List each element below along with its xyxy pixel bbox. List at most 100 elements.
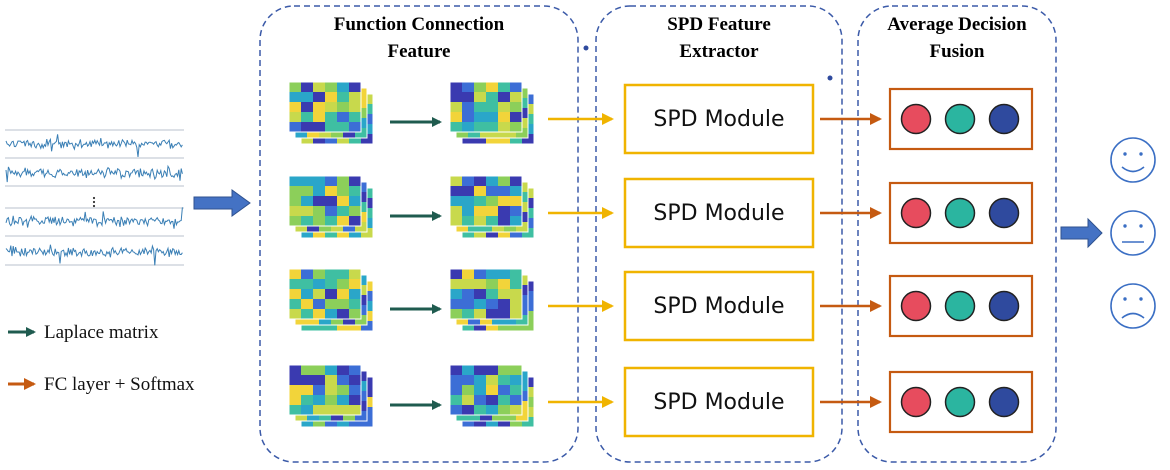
matrix-cell <box>337 134 350 145</box>
matrix-cell <box>331 128 344 139</box>
matrix-cell <box>456 411 469 422</box>
matrix-cell <box>289 385 302 396</box>
matrix-cell <box>349 365 362 376</box>
red-class-dot <box>900 103 932 135</box>
matrix-cell <box>450 196 463 207</box>
eeg-trace <box>5 207 183 229</box>
pipeline-row: SPD Module <box>288 268 1034 342</box>
matrix-cell <box>486 112 499 123</box>
matrix-cell <box>462 122 475 133</box>
matrix-cell <box>468 315 481 326</box>
matrix-cell <box>337 228 350 239</box>
matrix-cell <box>504 411 517 422</box>
matrix-cell <box>474 196 487 207</box>
matrix-cell <box>498 186 511 197</box>
neutral-face-icon <box>1110 210 1156 256</box>
matrix-cell <box>301 112 314 123</box>
matrix-cell <box>349 309 362 320</box>
spd-module-box <box>623 366 815 438</box>
matrix-cell <box>325 309 338 320</box>
matrix-cell <box>301 176 314 187</box>
matrix-cell <box>313 279 326 290</box>
legend-laplace-label: Laplace matrix <box>44 322 159 343</box>
matrix-cell <box>349 269 362 280</box>
pipeline-row: SPD Module <box>288 81 1034 155</box>
matrix-cell <box>462 309 475 320</box>
matrix-cell <box>289 269 302 280</box>
matrix-cell <box>337 176 350 187</box>
matrix-cell <box>498 122 511 133</box>
matrix-cell <box>498 102 511 113</box>
matrix-cell <box>498 134 511 145</box>
matrix-cell <box>462 134 475 145</box>
matrix-cell <box>337 289 350 300</box>
matrix-cell <box>349 385 362 396</box>
matrix-cell <box>343 222 356 233</box>
matrix-cell <box>480 222 493 233</box>
matrix-cell <box>474 289 487 300</box>
matrix-cell <box>486 186 499 197</box>
matrix-cell <box>301 417 314 428</box>
matrix-cell <box>289 375 302 386</box>
matrix-cell <box>355 411 368 422</box>
matrix-cell <box>450 365 463 376</box>
matrix-cell <box>474 375 487 386</box>
matrix-cell <box>289 405 302 416</box>
matrix-cell <box>349 216 362 227</box>
matrix-cell <box>307 411 320 422</box>
matrix-cell <box>462 365 475 376</box>
matrix-cell <box>474 186 487 197</box>
matrix-cell <box>486 395 499 406</box>
matrix-cell <box>301 82 314 93</box>
eeg-trace <box>5 134 183 157</box>
matrix-cell <box>492 315 505 326</box>
matrix-cell <box>510 206 523 217</box>
matrix-cell <box>313 309 326 320</box>
matrix-cell <box>355 315 368 326</box>
matrix-cell <box>462 216 475 227</box>
matrix-cell <box>450 206 463 217</box>
eeg-trace <box>5 244 183 266</box>
matrix-border <box>449 364 523 416</box>
matrix-cell <box>355 128 368 139</box>
spd-extractor-title-line2: Extractor <box>679 41 759 62</box>
matrix-cell <box>337 375 350 386</box>
matrix-cell <box>480 128 493 139</box>
matrix-cell <box>474 385 487 396</box>
matrix-border <box>288 364 362 416</box>
matrix-cell <box>510 405 523 416</box>
teal-class-dot <box>944 103 976 135</box>
matrix-cell <box>516 222 529 233</box>
matrix-cell <box>325 134 338 145</box>
blue-class-dot <box>988 197 1020 229</box>
legend: Laplace matrix FC layer + Softmax <box>8 322 195 395</box>
matrix-cell <box>522 228 535 239</box>
ellipsis-dot <box>92 196 96 200</box>
matrix-cell <box>301 269 314 280</box>
matrix-cell <box>510 365 523 376</box>
blue-class-dot <box>988 386 1020 418</box>
matrix-cell <box>474 92 487 103</box>
matrix-cell <box>289 365 302 376</box>
matrix-cell <box>349 405 362 416</box>
matrix-cell <box>474 82 487 93</box>
matrix-cell <box>325 385 338 396</box>
fc-matrix-stack <box>449 175 535 239</box>
matrix-cell <box>498 417 511 428</box>
matrix-cell <box>510 299 523 310</box>
matrix-cell <box>468 411 481 422</box>
matrix-cell <box>450 186 463 197</box>
matrix-cell <box>486 196 499 207</box>
matrix-cell <box>474 365 487 376</box>
matrix-cell <box>492 411 505 422</box>
matrix-cell <box>301 309 314 320</box>
matrix-cell <box>301 206 314 217</box>
matrix-cell <box>486 417 499 428</box>
matrix-cell <box>462 417 475 428</box>
matrix-cell <box>301 395 314 406</box>
spd-module-box <box>623 270 815 342</box>
matrix-cell <box>325 186 338 197</box>
matrix-cell <box>510 279 523 290</box>
matrix-cell <box>331 411 344 422</box>
